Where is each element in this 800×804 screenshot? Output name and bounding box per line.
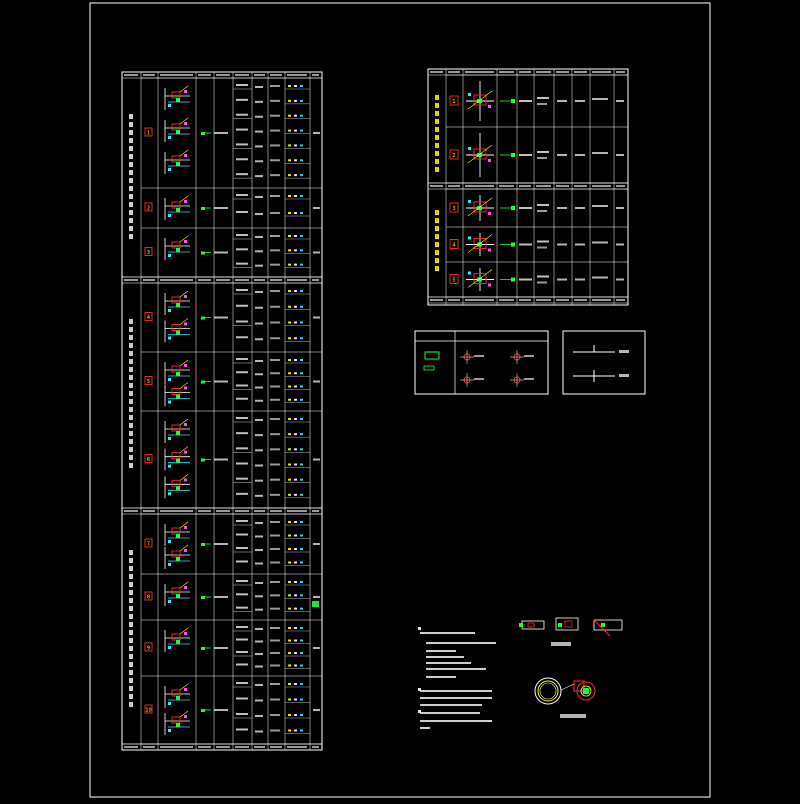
row-marker: 3 [147, 250, 150, 256]
row-marker: 4 [147, 315, 150, 321]
row-marker: 2 [452, 153, 455, 159]
row-marker: 1 [147, 131, 150, 137]
row-marker: 7 [147, 542, 150, 548]
row-marker: 10 [145, 708, 151, 714]
row-marker: 8 [147, 595, 150, 601]
legend-right-border [562, 330, 646, 395]
left-connection-table: 1 2 3 4 5 6 7 8 9 10 [121, 71, 323, 751]
detail-circular-section [534, 677, 596, 718]
row-marker: 2 [147, 206, 150, 212]
right-connection-table: 1 2 3 4 5 [427, 68, 629, 306]
symbol-legend-right [562, 330, 646, 395]
drawing-notes [418, 627, 496, 729]
right-table-details: 1 2 3 4 5 [435, 81, 624, 291]
row-marker: 3 [452, 206, 455, 212]
legend-connector-symbols [460, 350, 534, 387]
row-marker: 1 [452, 99, 455, 105]
row-marker: 5 [452, 278, 455, 284]
left-table-details: 1 2 3 4 5 6 7 8 9 10 [129, 84, 320, 735]
sheet-frame [89, 2, 711, 798]
right-table-grid [428, 68, 628, 305]
legend-sample-symbol [424, 351, 440, 360]
row-marker: 5 [147, 379, 150, 385]
row-marker: 9 [147, 646, 150, 652]
symbol-legend-left [414, 330, 549, 395]
left-table-grid [122, 71, 322, 751]
detail-sections-top [519, 617, 623, 646]
legend-left-border [414, 330, 549, 395]
row-marker: 4 [452, 243, 455, 249]
row-marker: 6 [147, 457, 150, 463]
notes-text-block [418, 627, 496, 729]
